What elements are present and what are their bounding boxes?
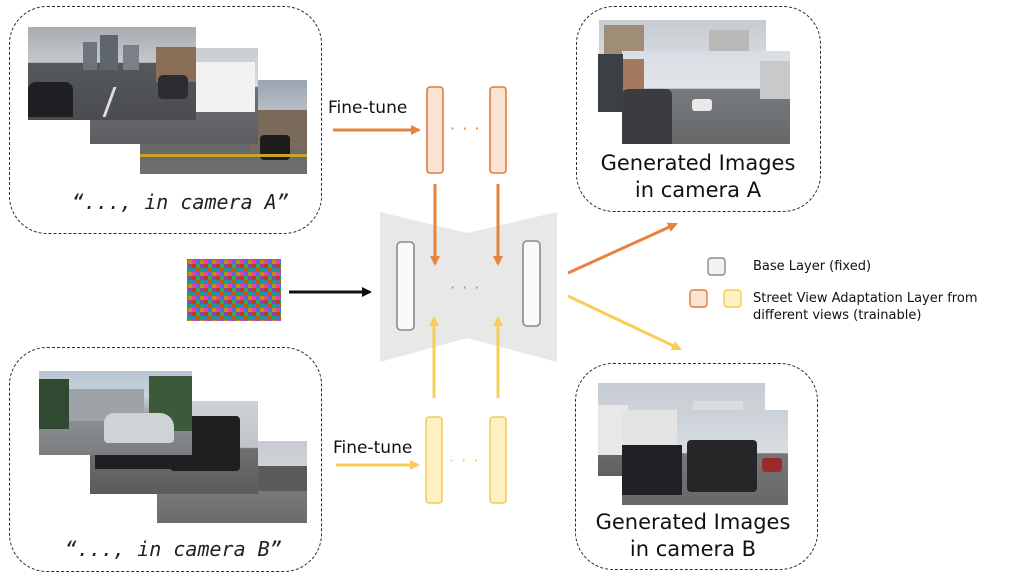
output-b-photo-1 <box>622 410 788 505</box>
adapter-a-left <box>426 86 444 174</box>
adapter-a-dots: · · · <box>450 119 481 138</box>
adapter-a-right <box>489 86 507 174</box>
output-a-label-line1: Generated Images <box>600 151 796 175</box>
prompt-camera-b: “..., in camera B” <box>65 537 282 561</box>
output-arrow-b <box>567 294 682 351</box>
output-b-label-line1: Generated Images <box>595 510 791 534</box>
legend-adapter-label-line2: different views (trainable) <box>753 308 922 323</box>
output-arrow-a <box>567 222 678 275</box>
input-a-photo-1 <box>28 27 196 120</box>
output-a-box <box>576 6 821 212</box>
base-layer-left <box>396 241 415 331</box>
fine-tune-label-b: Fine-tune <box>333 438 413 458</box>
base-layer-right <box>522 240 541 327</box>
input-b-photo-1 <box>39 371 192 455</box>
legend-adapter-label: Street View Adaptation Layer from differ… <box>753 290 977 324</box>
output-a-label-line2: in camera A <box>634 178 762 202</box>
unet-body <box>380 212 557 362</box>
output-b-label-line2: in camera B <box>629 537 757 561</box>
output-a-label: Generated Images in camera A <box>592 150 804 204</box>
output-a-photo-side <box>598 54 623 112</box>
unet-dots: · · · <box>450 278 481 297</box>
prompt-camera-a: “..., in camera A” <box>72 190 289 214</box>
output-b-label: Generated Images in camera B <box>587 509 799 563</box>
legend-base-label: Base Layer (fixed) <box>753 259 872 274</box>
output-a-photo-1 <box>622 51 790 144</box>
adapter-b-dots: · · · <box>449 451 480 470</box>
legend-base-swatch <box>707 257 726 276</box>
legend-adapter-label-line1: Street View Adaptation Layer from <box>753 291 978 306</box>
legend-adapter-a-swatch <box>689 289 708 308</box>
noise-input-image <box>187 259 281 321</box>
input-a-box <box>9 6 322 234</box>
output-b-box <box>575 363 818 570</box>
adapter-b-right <box>489 416 507 504</box>
fine-tune-label-a: Fine-tune <box>328 98 408 118</box>
input-b-box <box>9 347 322 572</box>
adapter-b-left <box>425 416 443 504</box>
legend-adapter-b-swatch <box>723 289 742 308</box>
